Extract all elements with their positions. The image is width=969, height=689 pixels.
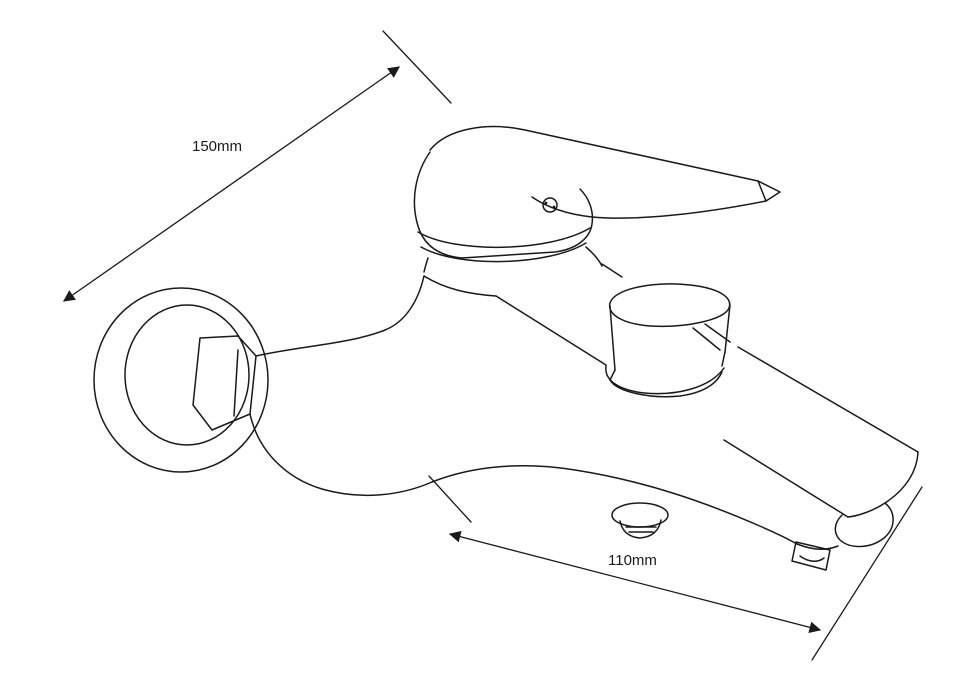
dimension-110: 110mm (428, 475, 923, 661)
extension-line-bottom-left (428, 475, 472, 523)
faucet-drawing (93, 125, 919, 571)
faucet-body (249, 263, 919, 550)
aerator (611, 502, 669, 539)
diverter-knob (605, 283, 731, 398)
wall-flange (93, 287, 269, 473)
lever-handle (429, 125, 781, 219)
dimension-arrow-110 (448, 530, 822, 634)
dimension-150: 150mm (63, 30, 452, 302)
screw-hole (542, 197, 558, 213)
cartridge-housing (413, 151, 603, 273)
dimension-arrow-150 (63, 66, 400, 302)
dimension-label-150: 150mm (192, 138, 242, 155)
hex-nut (192, 335, 257, 431)
dimension-label-110: 110mm (608, 552, 657, 569)
extension-line-right (811, 486, 923, 661)
spout-tip-outlet (791, 502, 894, 571)
extension-line-top (382, 30, 452, 104)
